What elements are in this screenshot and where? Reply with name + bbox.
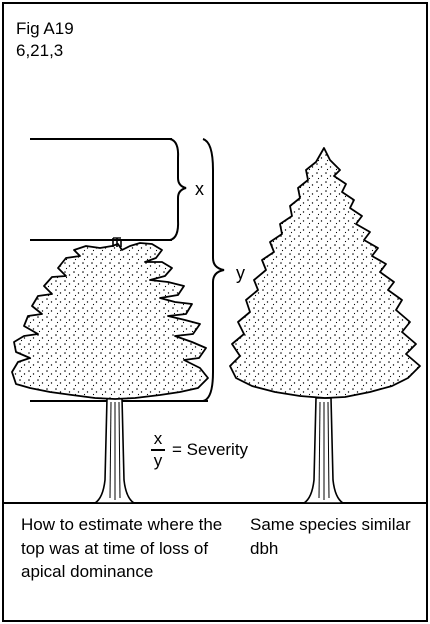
caption-left: How to estimate where the top was at tim… <box>21 513 231 584</box>
left-tree-trunk <box>95 398 134 503</box>
severity-fraction: x y <box>151 430 165 470</box>
severity-label: = Severity <box>172 439 248 461</box>
label-x: x <box>195 178 204 200</box>
caption-right: Same species similar dbh <box>250 513 420 560</box>
label-y: y <box>236 262 245 284</box>
right-tree-crown <box>230 148 420 398</box>
fraction-denominator: y <box>151 452 165 470</box>
left-tree-crown <box>12 243 208 399</box>
right-tree-trunk <box>304 398 343 503</box>
brace-y <box>203 139 224 401</box>
fraction-numerator: x <box>151 430 165 448</box>
brace-x <box>170 139 186 240</box>
